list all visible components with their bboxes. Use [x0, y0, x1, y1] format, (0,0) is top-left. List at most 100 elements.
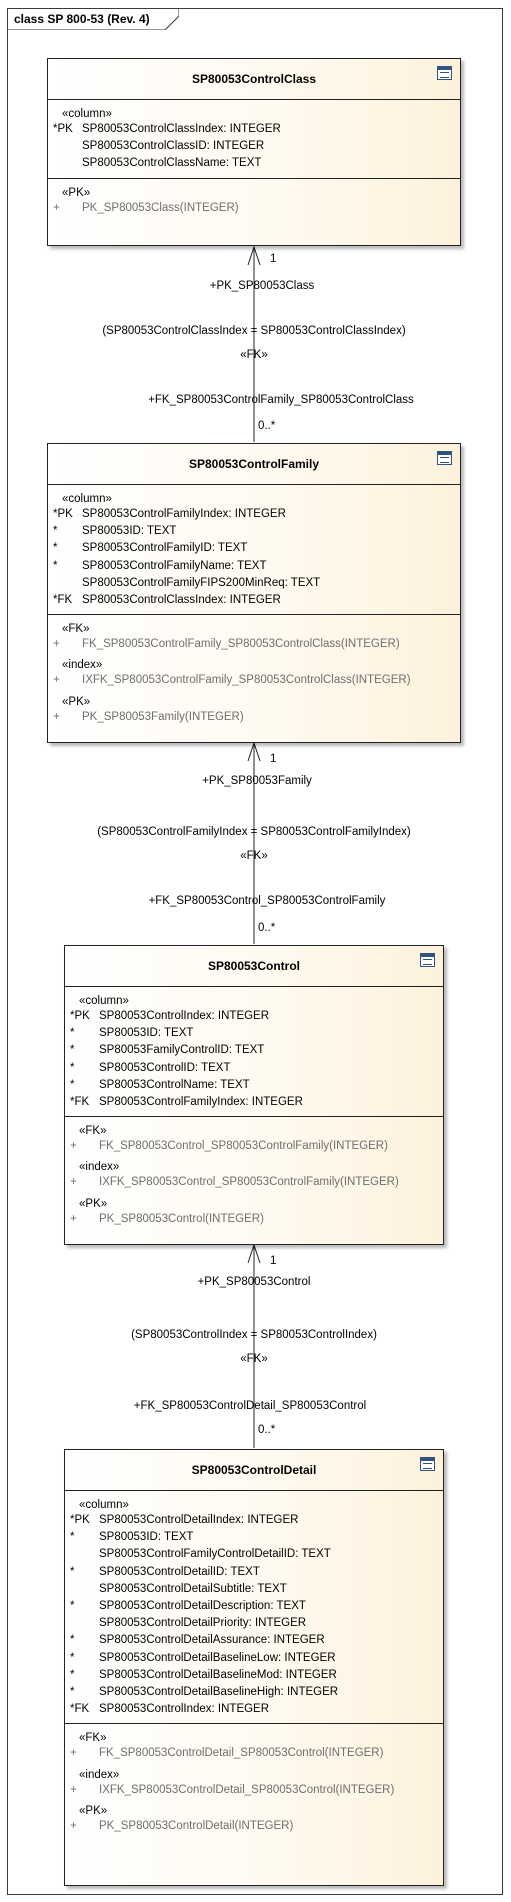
operation-row[interactable]: + PK_SP80053Family(INTEGER)	[48, 709, 460, 726]
column-text: SP80053ControlName: TEXT	[99, 1078, 250, 1091]
operation-text: FK_SP80053Control_SP80053ControlFamily(I…	[99, 1140, 388, 1153]
column-text: SP80053ID: TEXT	[82, 525, 177, 538]
operation-text: FK_SP80053ControlFamily_SP80053ControlCl…	[82, 638, 400, 651]
connector-control-detail[interactable]	[247, 1243, 261, 1448]
column-text: SP80053ControlFamilyControlDetailID: TEX…	[99, 1548, 331, 1561]
column-text: SP80053ControlDetailSubtitle: TEXT	[99, 1582, 287, 1595]
column-row[interactable]: SP80053ControlClassID: INTEGER	[48, 138, 460, 155]
column-row[interactable]: *SP80053ControlFamilyName: TEXT	[48, 558, 460, 575]
column-prefix: *	[70, 1651, 75, 1664]
column-prefix: *PK	[70, 1010, 90, 1022]
operation-row[interactable]: +PK_SP80053Class(INTEGER)	[48, 200, 460, 217]
column-text: SP80053ControlDetailBaselineHigh: INTEGE…	[99, 1686, 339, 1699]
operation-group: «index» +IXFK_SP80053ControlDetail_SP800…	[65, 1768, 443, 1799]
column-row[interactable]: SP80053ControlDetailSubtitle: TEXT	[65, 1581, 443, 1598]
arrowhead-family	[247, 741, 261, 762]
column-row[interactable]: * SP80053ControlFamilyID: TEXT	[48, 540, 460, 557]
operation-text: IXFK_SP80053Control_SP80053ControlFamily…	[99, 1176, 399, 1189]
column-row[interactable]: *SP80053ID: TEXT	[65, 1025, 443, 1042]
arrowhead-class	[247, 245, 261, 266]
operation-row[interactable]: +IXFK_SP80053Control_SP80053ControlFamil…	[65, 1174, 443, 1191]
target-multiplicity: 0..*	[258, 420, 276, 432]
connector-class-family[interactable]	[247, 245, 261, 442]
column-row[interactable]: *SP80053ControlDetailDescription: TEXT	[65, 1598, 443, 1615]
column-row[interactable]: *SP80053ControlDetailBaselineLow: INTEGE…	[65, 1650, 443, 1667]
operation-row[interactable]: +IXFK_SP80053ControlDetail_SP80053Contro…	[65, 1782, 443, 1799]
operation-stereotype: «index»	[79, 1768, 120, 1781]
column-prefix: *PK	[70, 1514, 90, 1526]
column-row[interactable]: SP80053ControlFamilyControlDetailID: TEX…	[65, 1546, 443, 1563]
connector-family-control[interactable]	[247, 741, 261, 944]
operation-visibility: +	[70, 1819, 77, 1832]
column-row[interactable]: SP80053ControlClassName: TEXT	[48, 155, 460, 172]
operation-stereotype: «FK»	[79, 1732, 107, 1745]
column-row[interactable]: *SP80053ControlDetailID: TEXT	[65, 1564, 443, 1581]
column-prefix: *	[70, 1078, 75, 1091]
column-row[interactable]: *SP80053ID: TEXT	[48, 523, 460, 540]
operation-row[interactable]: + FK_SP80053ControlDetail_SP80053Control(…	[65, 1745, 443, 1762]
column-row[interactable]: *PK SP80053ControlFamilyIndex: INTEGER	[48, 506, 460, 523]
operation-group: «PK» +PK_SP80053ControlDetail(INTEGER)	[65, 1804, 443, 1835]
operation-visibility: +	[53, 710, 60, 723]
column-text: SP80053ControlFamilyID: TEXT	[82, 542, 248, 555]
operation-row[interactable]: +PK_SP80053Control(INTEGER)	[65, 1211, 443, 1228]
operations-section: «FK» + FK_SP80053ControlDetail_SP80053Con…	[65, 1724, 443, 1840]
class-name: SP80053Control	[207, 959, 301, 973]
operation-visibility: +	[70, 1747, 77, 1760]
column-row[interactable]: *SP80053ControlDetailBaselineMod: INTEGE…	[65, 1667, 443, 1684]
diagram-frame	[7, 8, 503, 1895]
column-row[interactable]: SP80053ControlFamilyFIPS200MinReq: TEXT	[48, 575, 460, 592]
column-row[interactable]: * SP80053ControlName: TEXT	[65, 1077, 443, 1094]
column-stereotype: «column»	[62, 493, 112, 505]
column-text: SP80053ID: TEXT	[99, 1531, 194, 1544]
source-multiplicity: 1	[270, 1255, 277, 1267]
operation-group: «PK» +PK_SP80053Control(INTEGER)	[65, 1197, 443, 1228]
column-prefix: *	[70, 1531, 75, 1544]
operation-row[interactable]: +FK_SP80053Control_SP80053ControlFamily(…	[65, 1138, 443, 1155]
source-multiplicity: 1	[270, 753, 277, 765]
target-role: +FK_SP80053ControlFamily_SP80053ControlC…	[148, 394, 414, 406]
column-text: SP80053ControlFamilyFIPS200MinReq: TEXT	[82, 576, 321, 589]
class-header: SP80053Control	[65, 946, 443, 987]
column-row[interactable]: *SP80053ControlID: TEXT	[65, 1060, 443, 1077]
column-row[interactable]: SP80053ControlDetailPriority: INTEGER	[65, 1615, 443, 1632]
columns-section: «column» *PK SP80053ControlFamilyIndex: I…	[48, 485, 460, 616]
class-name: SP80053ControlClass	[191, 72, 317, 86]
operation-text: PK_SP80053Class(INTEGER)	[82, 201, 239, 214]
operation-text: IXFK_SP80053ControlDetail_SP80053Control…	[99, 1783, 395, 1796]
column-prefix: *	[70, 1668, 75, 1681]
source-multiplicity: 1	[270, 253, 277, 265]
target-role: +FK_SP80053ControlDetail_SP80053Control	[133, 1400, 367, 1412]
operation-group: «FK» +FK_SP80053Control_SP80053ControlFa…	[65, 1124, 443, 1155]
operation-text: PK_SP80053Family(INTEGER)	[82, 710, 244, 723]
column-prefix: *PK	[53, 508, 73, 520]
column-stereotype: «column»	[62, 108, 112, 120]
target-multiplicity: 0..*	[258, 922, 276, 934]
column-prefix: *	[53, 542, 58, 555]
operation-row[interactable]: +IXFK_SP80053ControlFamily_SP80053Contro…	[48, 672, 460, 689]
operation-stereotype: «index»	[79, 1161, 120, 1174]
operation-text: FK_SP80053ControlDetail_SP80053Control(I…	[99, 1747, 384, 1760]
operation-stereotype: «PK»	[79, 1804, 108, 1817]
operation-group: «index» +IXFK_SP80053ControlFamily_SP800…	[48, 658, 460, 689]
column-row[interactable]: *SP80053ControlDetailAssurance: INTEGER	[65, 1632, 443, 1649]
column-text: SP80053ControlFamilyIndex: INTEGER	[82, 508, 286, 520]
column-row[interactable]: * SP80053ID: TEXT	[65, 1529, 443, 1546]
column-row[interactable]: *SP80053FamilyControlID: TEXT	[65, 1042, 443, 1059]
operation-row[interactable]: +PK_SP80053ControlDetail(INTEGER)	[65, 1818, 443, 1835]
operation-row[interactable]: +FK_SP80053ControlFamily_SP80053ControlC…	[48, 636, 460, 653]
column-row[interactable]: *SP80053ControlDetailBaselineHigh: INTEG…	[65, 1684, 443, 1701]
